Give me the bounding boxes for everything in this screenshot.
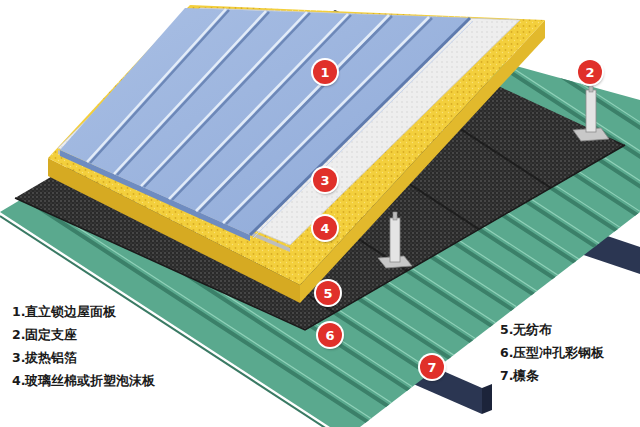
legend-item: 4.玻璃丝棉或折塑泡沫板: [12, 373, 155, 388]
fixing-bracket: [573, 85, 609, 141]
callout-number: 5: [323, 287, 332, 300]
legend-item: 5.无纺布: [500, 322, 552, 337]
callout-number: 4: [320, 222, 329, 235]
roof-panel: [60, 8, 473, 241]
callout-circle: 5: [316, 281, 340, 305]
callout-circle: 1: [313, 60, 337, 84]
legend-item: 3.拔热铝箔: [12, 350, 77, 365]
insulation-layer: [48, 5, 545, 303]
fabric-layer: [15, 0, 640, 427]
callout-number: 7: [427, 361, 436, 374]
callout-circle: 2: [578, 60, 602, 84]
legend-item: 7.檩条: [500, 368, 539, 383]
foil-layer: [58, 8, 520, 252]
callout-circle: 3: [313, 168, 337, 192]
legend-item: 1.直立锁边屋面板: [12, 304, 116, 319]
callout-number: 6: [325, 329, 334, 342]
fixing-bracket: [378, 212, 412, 268]
callout-number: 2: [585, 66, 594, 79]
callout-circle: 4: [313, 216, 337, 240]
callout-circle: 7: [420, 355, 444, 379]
callout-circle: 6: [318, 323, 342, 347]
callout-number: 3: [320, 174, 329, 187]
legend-item: 2.固定支座: [12, 327, 77, 342]
callout-number: 1: [320, 66, 329, 79]
legend-item: 6.压型冲孔彩钢板: [500, 345, 604, 360]
